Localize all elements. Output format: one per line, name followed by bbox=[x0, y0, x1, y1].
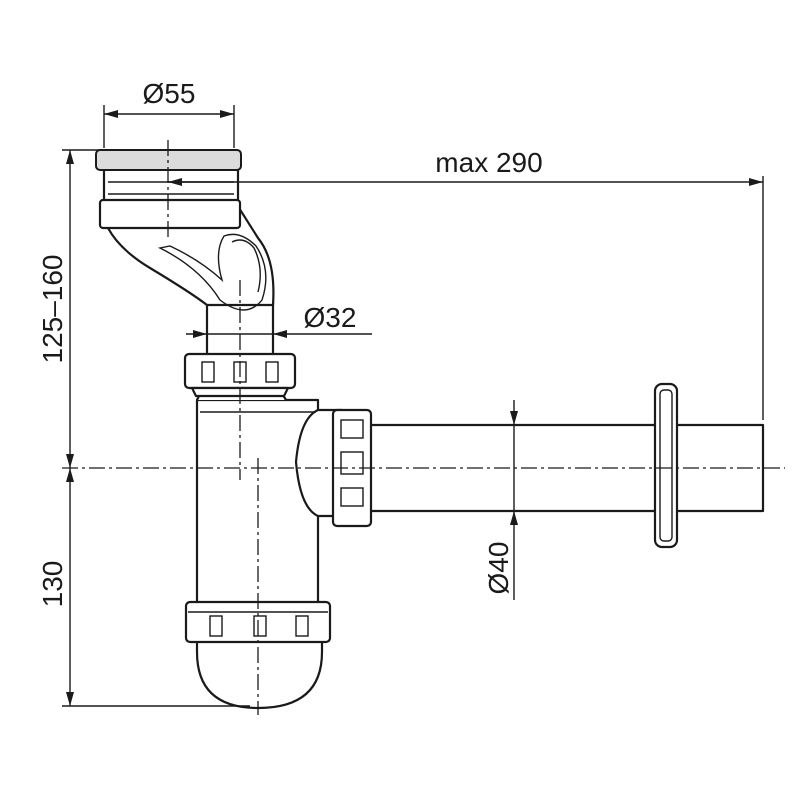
bottle-body bbox=[195, 388, 344, 612]
bottom-height-label: 130 bbox=[37, 561, 68, 608]
dimension-bottom-height: 130 bbox=[37, 468, 250, 707]
dimension-max-length: max 290 bbox=[168, 147, 764, 420]
dimension-height-range: 125–160 bbox=[37, 149, 100, 468]
center-lines bbox=[62, 140, 785, 715]
outlet-diameter-label: Ø40 bbox=[483, 542, 514, 595]
inlet-diameter-label: Ø55 bbox=[143, 78, 196, 109]
max-length-label: max 290 bbox=[435, 147, 542, 178]
bottom-cup bbox=[195, 638, 324, 710]
dimension-outlet-diameter: Ø40 bbox=[483, 400, 518, 600]
dimension-inlet-diameter: Ø55 bbox=[103, 78, 235, 148]
wall-flange bbox=[653, 382, 679, 549]
dimension-inner-pipe-diameter: Ø32 bbox=[186, 302, 372, 338]
height-range-label: 125–160 bbox=[37, 254, 68, 363]
inner-pipe-diameter-label: Ø32 bbox=[304, 302, 357, 333]
